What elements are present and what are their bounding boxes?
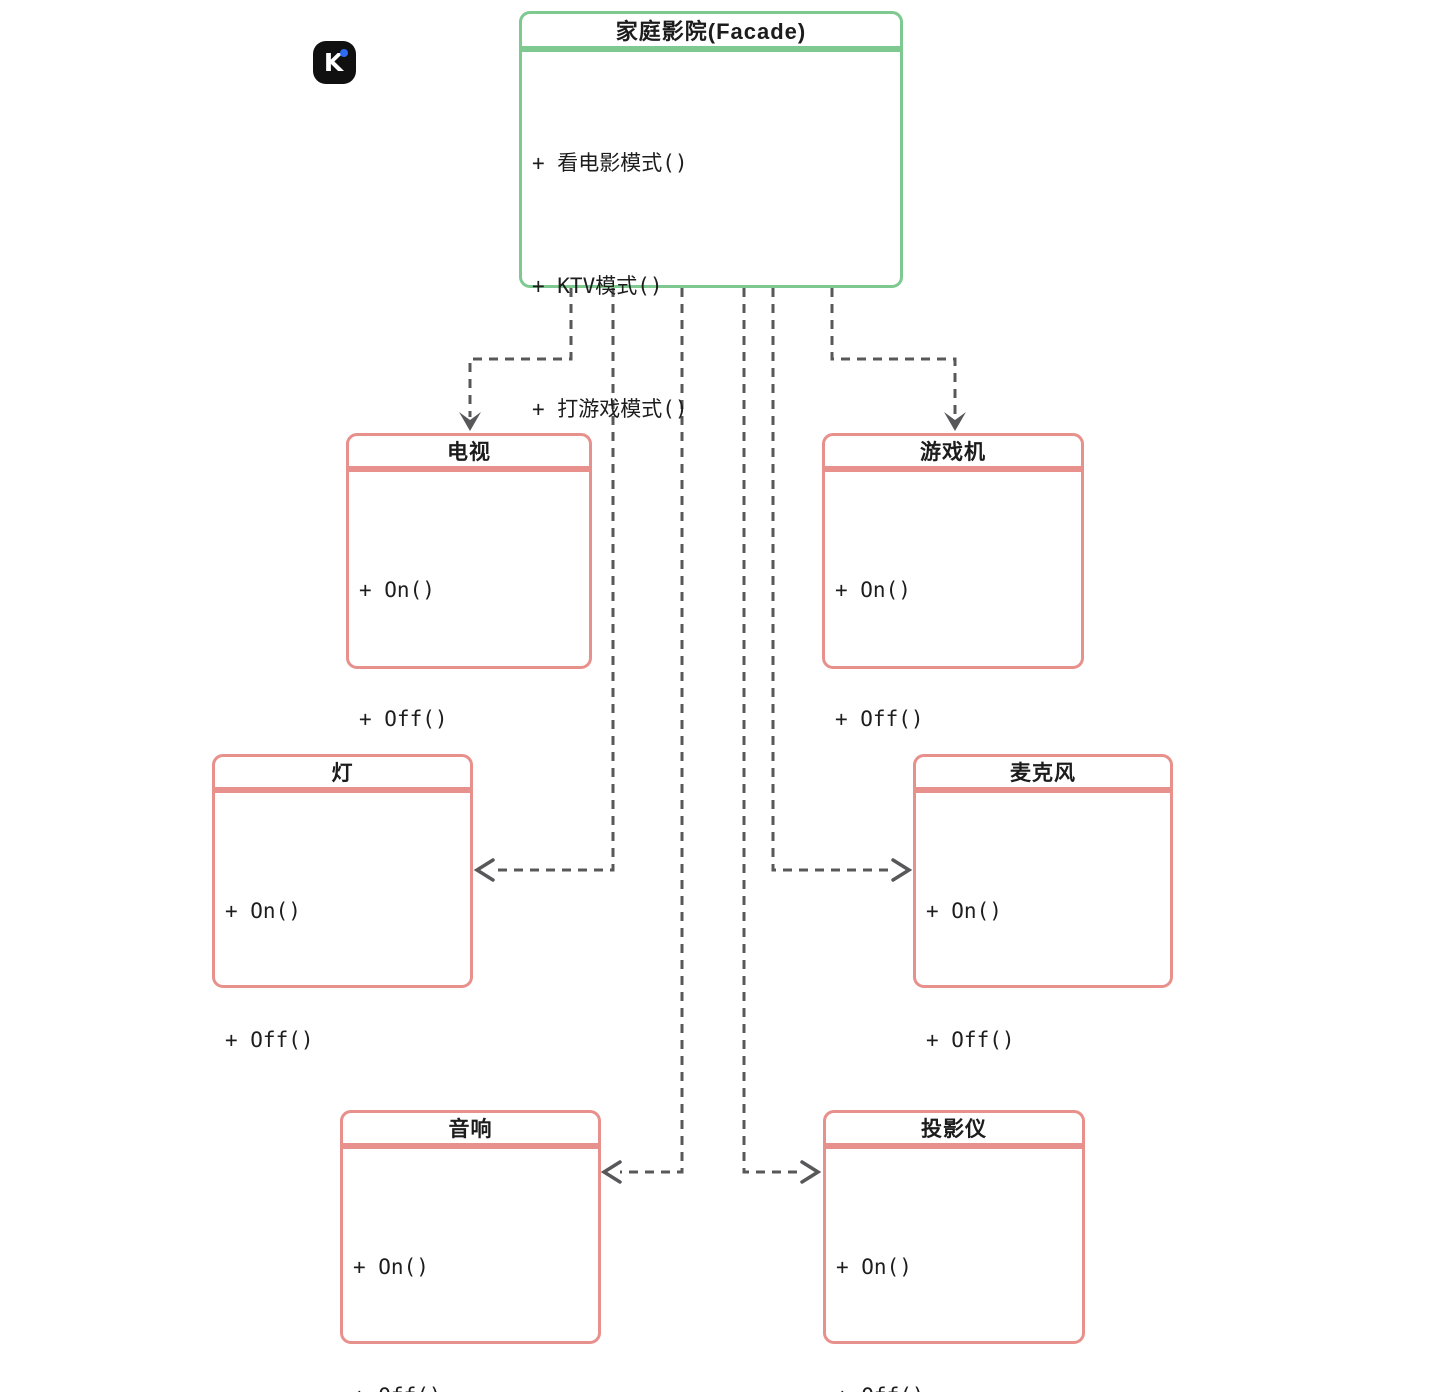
class-attributes-empty: [349, 469, 589, 472]
class-title: 灯: [215, 757, 470, 790]
brand-logo: K: [313, 41, 356, 84]
class-title: 投影仪: [826, 1113, 1082, 1146]
class-attributes-empty: [343, 1146, 598, 1149]
class-box-projector: 投影仪 + On() + Off(): [823, 1110, 1085, 1392]
class-methods: + On() + Off(): [349, 472, 589, 827]
class-title: 家庭影院(Facade): [522, 14, 900, 49]
method-item: + Off(): [836, 1375, 1082, 1392]
class-box-game-console: 游戏机 + On() + Off(): [822, 433, 1084, 731]
method-item: + On(): [353, 1255, 429, 1279]
class-box-light: 灯 + On() + Off(): [212, 754, 473, 1052]
class-methods: + On() + Off(): [826, 1149, 1082, 1392]
class-attributes-empty: [916, 790, 1170, 793]
class-methods: + On() + Off(): [343, 1149, 598, 1392]
class-attributes-empty: [522, 49, 900, 52]
arrowhead-tv: [459, 412, 481, 431]
method-item: + KTV模式(): [532, 274, 663, 298]
class-attributes-empty: [825, 469, 1081, 472]
class-box-microphone: 麦克风 + On() + Off(): [913, 754, 1173, 1052]
class-methods: + On() + Off(): [215, 793, 470, 1148]
method-item: + Off(): [225, 1028, 314, 1052]
method-item: + Off(): [359, 707, 448, 731]
class-methods: + On() + Off(): [825, 472, 1081, 827]
class-title: 游戏机: [825, 436, 1081, 469]
arrowhead-game: [944, 412, 966, 431]
class-box-speaker: 音响 + On() + Off(): [340, 1110, 601, 1392]
class-title: 音响: [343, 1113, 598, 1146]
method-item: + 打游戏模式(): [532, 397, 688, 421]
method-item: + 看电影模式(): [532, 151, 688, 175]
class-methods: + On() + Off(): [916, 793, 1170, 1148]
class-title: 电视: [349, 436, 589, 469]
class-methods: + 看电影模式() + KTV模式() + 打游戏模式(): [522, 52, 900, 512]
method-item: + On(): [359, 578, 435, 602]
logo-letter: K: [323, 48, 344, 77]
class-title: 麦克风: [916, 757, 1170, 790]
method-item: + On(): [926, 899, 1002, 923]
method-item: + Off(): [835, 707, 924, 731]
class-box-tv: 电视 + On() + Off(): [346, 433, 592, 731]
class-attributes-empty: [215, 790, 470, 793]
class-attributes-empty: [826, 1146, 1082, 1149]
logo-dot-icon: [340, 49, 348, 57]
method-item: + On(): [836, 1255, 912, 1279]
arrowhead-projector: [800, 1160, 822, 1184]
method-item: + On(): [225, 899, 301, 923]
method-item: + On(): [835, 578, 911, 602]
arrowhead-light: [473, 858, 495, 882]
method-item: + Off(): [926, 1028, 1015, 1052]
arrowhead-microphone: [891, 858, 913, 882]
method-item: + Off(): [353, 1375, 598, 1392]
arrowhead-speaker: [600, 1160, 622, 1184]
class-box-facade: 家庭影院(Facade) + 看电影模式() + KTV模式() + 打游戏模式…: [519, 11, 903, 421]
